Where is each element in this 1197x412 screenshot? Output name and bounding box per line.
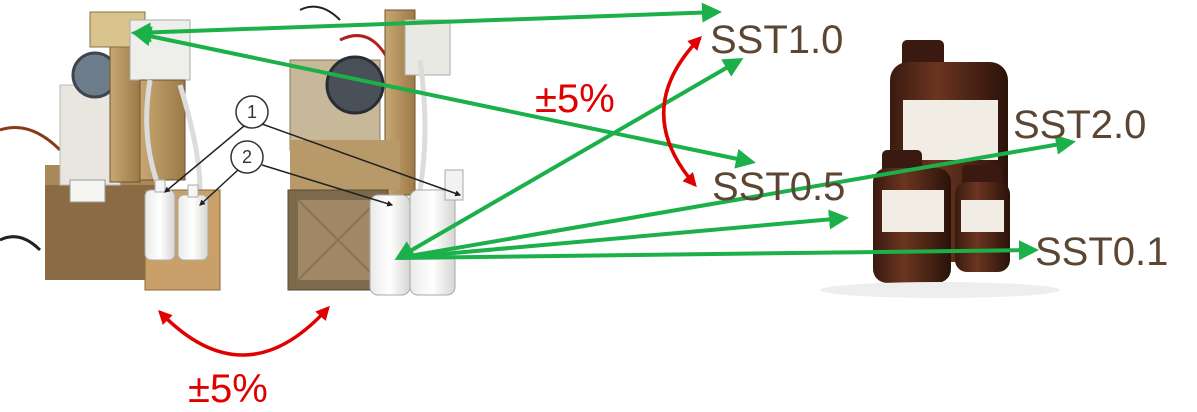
red-arc-top	[662, 35, 702, 188]
arrow-right-to-sst05b	[397, 209, 849, 260]
red-arc-bottom	[158, 305, 330, 357]
label-sst1-0: SST1.0	[710, 18, 843, 62]
tolerance-bottom: ±5%	[188, 367, 268, 411]
svg-text:2: 2	[242, 147, 252, 167]
tolerance-top: ±5%	[535, 77, 615, 121]
reagent-bottles	[820, 40, 1060, 298]
label-sst0-5: SST0.5	[712, 165, 845, 209]
label-sst2-0: SST2.0	[1013, 103, 1146, 147]
arrow-right-to-sst01	[397, 240, 1039, 261]
svg-text:1: 1	[247, 102, 257, 122]
label-sst0-1: SST0.1	[1035, 230, 1168, 274]
left-sensor-device	[0, 11, 221, 291]
arrow-right-to-sst2	[397, 134, 1076, 260]
